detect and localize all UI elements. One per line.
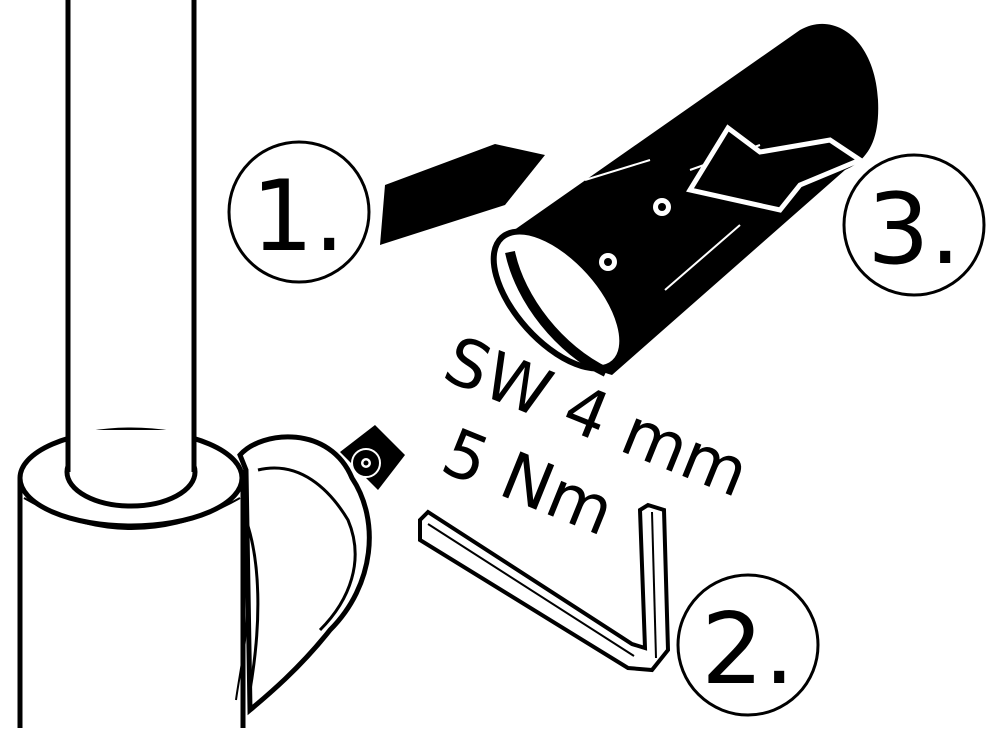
vertical-tube: [65, 0, 197, 465]
arrow-left-icon: [686, 124, 866, 213]
clamp-screw: [340, 425, 405, 490]
step-2-badge: 2.: [676, 573, 820, 717]
step-1-label: 1.: [251, 160, 345, 274]
hex-key-icon: [418, 502, 671, 673]
arrow-left-icon: [380, 144, 545, 245]
clamp-housing: [235, 434, 372, 716]
step-3-badge: 3.: [842, 153, 986, 297]
step-3-label: 3.: [867, 173, 961, 287]
step-2-label: 2.: [701, 593, 795, 707]
base-collar: [17, 427, 246, 728]
step-1-badge: 1.: [227, 140, 371, 284]
sleeve-part: [490, 23, 879, 377]
